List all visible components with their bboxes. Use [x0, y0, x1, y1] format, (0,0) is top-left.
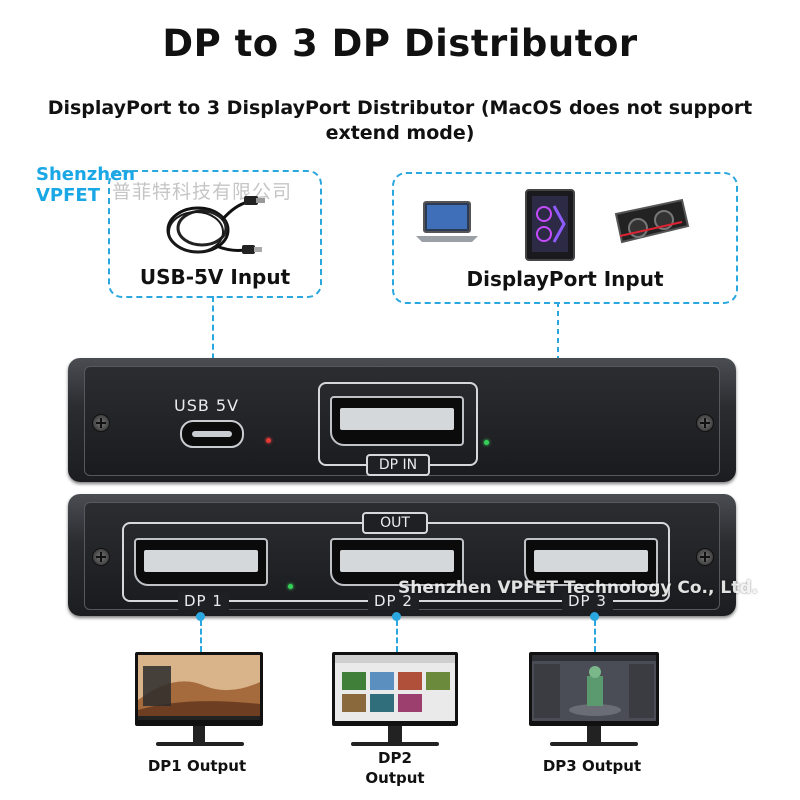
monitor-2-stand	[388, 726, 402, 742]
dp2-connector-dot	[392, 612, 401, 621]
monitor-2	[332, 652, 458, 726]
monitor-2-screen	[335, 655, 455, 721]
dp3-output-port	[524, 538, 658, 586]
distributor-output-panel: OUT DP 1 DP 2 DP 3	[68, 494, 736, 616]
usb-port-label: USB 5V	[174, 396, 240, 415]
monitor-1-base	[156, 742, 244, 746]
english-watermark: Shenzhen VPFET Technology Co., Ltd.	[398, 578, 758, 598]
dp3-connector-dot	[590, 612, 599, 621]
dp1-output-label: DP1 Output	[130, 756, 264, 776]
output-status-led	[288, 584, 293, 589]
monitor-2-base	[351, 742, 439, 746]
dp2-port-label: DP 2	[368, 592, 419, 610]
dp3-output-label: DP3 Output	[525, 756, 659, 776]
laptop-icon	[416, 201, 478, 242]
dp1-output-port	[134, 538, 268, 586]
usb-input-box	[108, 170, 322, 298]
monitor-1-screen	[138, 655, 260, 720]
usb-input-label: USB-5V Input	[139, 265, 291, 289]
dp3-port-label: DP 3	[562, 592, 613, 610]
dp1-connector-line	[200, 620, 202, 652]
dp1-connector-dot	[196, 612, 205, 621]
desktop-tower-icon	[525, 189, 575, 261]
usb-c-port	[180, 420, 244, 448]
dp2-output-port	[330, 538, 464, 586]
monitor-3	[529, 652, 659, 726]
dp3-connector-line	[594, 620, 596, 652]
graphics-card-icon	[614, 198, 690, 244]
monitor-3-stand	[587, 726, 601, 742]
dp2-connector-line	[396, 620, 398, 652]
input-status-led	[484, 440, 489, 445]
out-tag: OUT	[362, 512, 428, 534]
displayport-input-box	[392, 172, 738, 304]
dp-in-port	[330, 396, 464, 446]
monitor-1-stand	[193, 726, 205, 742]
dp-in-tag: DP IN	[366, 454, 430, 476]
dp2-output-label-line2: Output	[365, 769, 425, 787]
distributor-input-panel: USB 5V DP IN	[68, 358, 736, 482]
dp1-port-label: DP 1	[178, 592, 229, 610]
usb-cable-icon	[166, 196, 265, 254]
brand-line-2: VPFET	[36, 185, 100, 206]
usb-connector-line	[212, 296, 214, 388]
screw-icon	[696, 414, 714, 432]
screw-icon	[92, 414, 110, 432]
dp2-output-label-line1: DP2	[378, 749, 412, 767]
page-subtitle: DisplayPort to 3 DisplayPort Distributor…	[47, 97, 753, 144]
page-title: DP to 3 DP Distributor	[162, 22, 638, 65]
monitor-1	[135, 652, 263, 726]
dp2-output-label: DP2 Output	[328, 748, 462, 788]
screw-icon	[92, 548, 110, 566]
monitor-3-base	[550, 742, 638, 746]
power-led	[266, 438, 271, 443]
dp1-output-label-line1: DP1 Output	[147, 757, 247, 775]
screw-icon	[696, 548, 714, 566]
monitor-3-screen	[532, 655, 656, 721]
displayport-input-label: DisplayPort Input	[466, 267, 664, 291]
dp3-output-label-line1: DP3 Output	[542, 757, 642, 775]
